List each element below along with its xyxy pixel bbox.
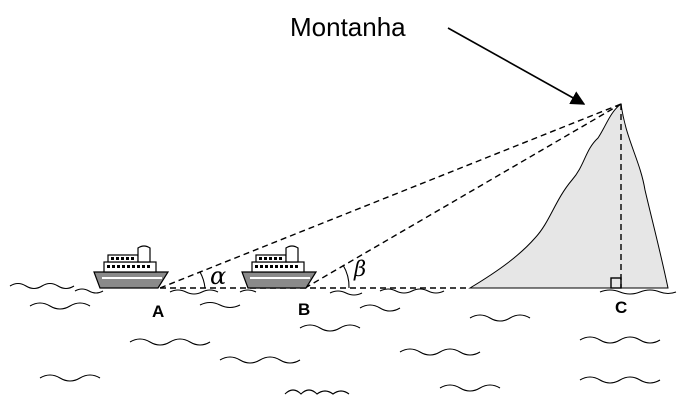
ship-icon [93, 245, 169, 289]
point-c-label: C [615, 298, 627, 317]
point-a-label: A [152, 302, 164, 321]
mountain-pointer-arrow [447, 27, 586, 105]
sight-lines [159, 103, 622, 289]
right-angle-marker [610, 277, 622, 289]
sea-waves [9, 282, 677, 395]
angle-alpha-arc [199, 271, 206, 289]
angle-beta-label: β [353, 257, 366, 281]
mountain-shape [468, 103, 669, 289]
point-b-label: B [298, 300, 310, 319]
mountain-label: Montanha [290, 12, 406, 42]
angle-alpha-label: α [210, 262, 226, 290]
ship-icon [241, 245, 317, 289]
angle-beta-arc [342, 264, 350, 289]
